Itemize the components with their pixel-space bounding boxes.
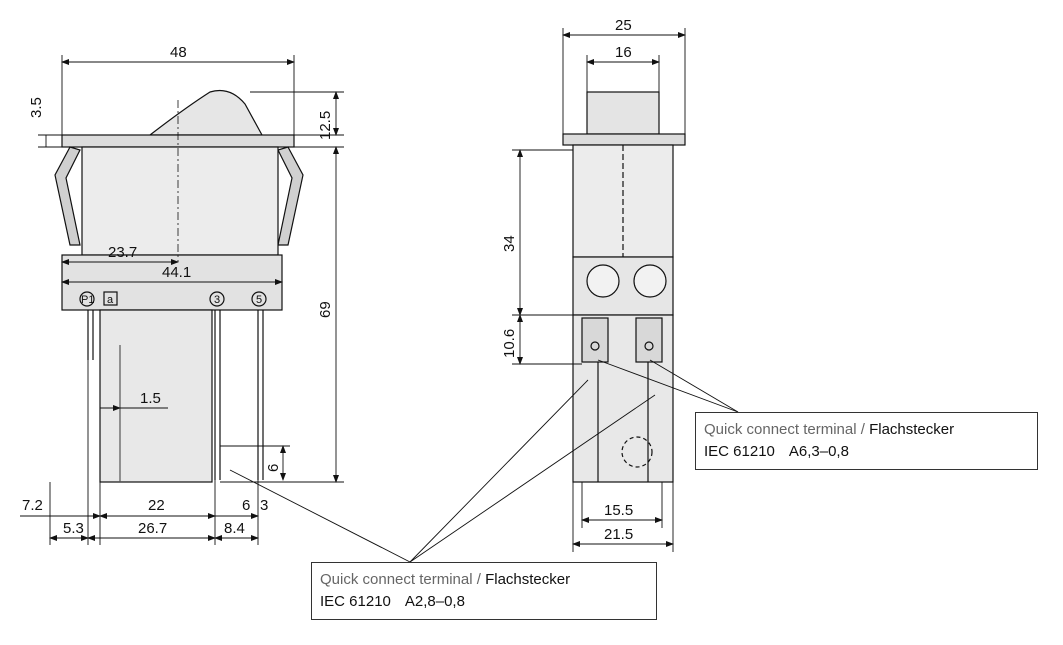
marking-p1: P1: [81, 294, 94, 306]
dim-16: 16: [615, 44, 632, 61]
callout-right-line2: IEC 61210 A6,3–0,8: [704, 441, 1029, 463]
callout-right-line1: Quick connect terminal / Flachstecker: [704, 419, 1029, 441]
callout-left-label-de: Flachstecker: [485, 571, 571, 588]
dim-5-3: 5.3: [63, 520, 84, 537]
callout-right-spec: A6,3–0,8: [788, 443, 849, 460]
side-housing-upper: [81, 146, 279, 256]
front-view: [562, 91, 686, 483]
dim-3-5: 3.5: [28, 97, 45, 118]
dim-10-6: 10.6: [501, 329, 518, 358]
dim-8-4: 8.4: [224, 520, 245, 537]
front-dimension-lines: [512, 28, 686, 552]
dim-34: 34: [501, 235, 518, 252]
side-view: [54, 89, 304, 483]
callout-left-spec: A2,8–0,8: [404, 593, 465, 610]
dim-1-5: 1.5: [140, 390, 161, 407]
left-clip: [54, 146, 81, 246]
side-dimension-lines: [20, 55, 344, 545]
dim-26-7: 26.7: [138, 520, 167, 537]
dim-22: 22: [148, 497, 165, 514]
dim-69: 69: [317, 301, 334, 318]
dim-44-1: 44.1: [162, 264, 191, 281]
callout-right-label: Quick connect terminal /: [704, 421, 865, 438]
dim-15-5: 15.5: [604, 502, 633, 519]
callout-left-line1: Quick connect terminal / Flachstecker: [320, 569, 648, 591]
callout-left-line2: IEC 61210 A2,8–0,8: [320, 591, 648, 613]
right-clip: [277, 146, 304, 246]
dim-6: 6: [265, 464, 282, 472]
rocker-shape: [148, 89, 264, 136]
dim-48: 48: [170, 44, 187, 61]
front-flange: [562, 133, 686, 146]
dim-6-gap: 6: [242, 497, 250, 514]
callout-left-standard: IEC 61210: [320, 593, 391, 610]
side-dimension-texts: 48 3.5 12.5 69 23.7 44.1 1.5 6 7.2 5.3 2…: [22, 44, 334, 537]
front-dimension-texts: 25 16 34 10.6 15.5 21.5: [501, 17, 633, 543]
callout-right-standard: IEC 61210: [704, 443, 775, 460]
dim-25: 25: [615, 17, 632, 34]
dim-7-2: 7.2: [22, 497, 43, 514]
front-rocker: [586, 91, 660, 135]
marking-3: 3: [214, 294, 220, 306]
dim-23-7: 23.7: [108, 244, 137, 261]
dim-21-5: 21.5: [604, 526, 633, 543]
dim-12-5: 12.5: [317, 111, 334, 140]
marking-5: 5: [256, 294, 262, 306]
side-lower-body: [99, 309, 213, 483]
leader-lines: [229, 359, 739, 563]
callout-quick-connect-a2: Quick connect terminal / Flachstecker IE…: [311, 562, 657, 620]
marking-a: a: [107, 294, 114, 306]
callout-left-label: Quick connect terminal /: [320, 571, 481, 588]
callout-quick-connect-a6: Quick connect terminal / Flachstecker IE…: [695, 412, 1038, 470]
dim-3-gap: 3: [260, 497, 268, 514]
callout-right-label-de: Flachstecker: [869, 421, 955, 438]
